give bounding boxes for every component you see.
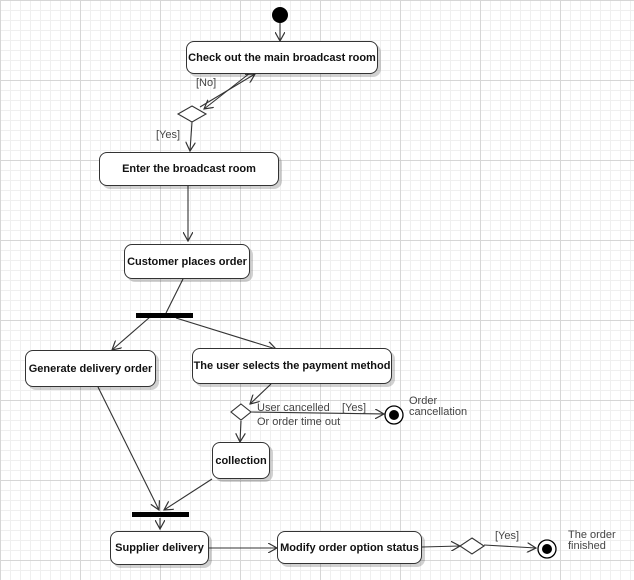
final-node-cancellation — [384, 405, 404, 425]
action-select-payment-method: The user selects the payment method — [192, 348, 392, 384]
flow-fork-to-payment — [175, 317, 276, 349]
final-label-finished: finished — [568, 540, 606, 552]
join-bar — [132, 512, 189, 517]
flow-decision-to-cancellation — [250, 412, 384, 414]
guard-label-yes-enter: [Yes] — [156, 129, 181, 141]
flow-payment-to-decision — [250, 383, 272, 404]
guard-label-yes-cancel: [Yes] — [342, 402, 367, 414]
decision-node-finish — [459, 537, 485, 555]
action-enter-broadcast-room: Enter the broadcast room — [99, 152, 279, 186]
fork-bar — [136, 313, 193, 318]
initial-node — [272, 7, 288, 23]
action-collection: collection — [212, 442, 270, 479]
final-label-cancellation: cancellation — [409, 406, 468, 418]
action-check-out-broadcast-room: Check out the main broadcast room — [186, 41, 378, 74]
guard-label-user-cancelled: User cancelled — [257, 402, 330, 414]
action-generate-delivery-order: Generate delivery order — [25, 350, 156, 387]
flow-generate-to-join — [97, 386, 159, 510]
final-node-finished — [537, 539, 557, 559]
action-customer-places-order: Customer places order — [124, 244, 250, 279]
flow-decision-to-finished — [483, 545, 536, 548]
flow-decision-to-collection — [240, 420, 241, 442]
guard-label-no: [No] — [196, 77, 217, 89]
flow-decision-to-enter-yes — [190, 121, 192, 151]
guard-label-yes-finish: [Yes] — [495, 530, 520, 542]
action-modify-order-status: Modify order option status — [277, 531, 422, 564]
flow-decision-to-checkout-no — [199, 74, 255, 108]
decision-node-payment — [230, 403, 252, 421]
flow-fork-to-generate — [112, 316, 151, 350]
flow-modify-to-decision — [421, 546, 460, 547]
action-supplier-delivery: Supplier delivery — [110, 531, 209, 565]
final-label-the-order: The order — [568, 529, 616, 541]
final-label-order: Order — [409, 395, 438, 407]
flow-places-to-fork — [165, 278, 184, 314]
decision-node-enter — [176, 105, 208, 123]
flow-collection-to-join — [164, 478, 213, 510]
guard-label-order-time-out: Or order time out — [257, 416, 341, 428]
